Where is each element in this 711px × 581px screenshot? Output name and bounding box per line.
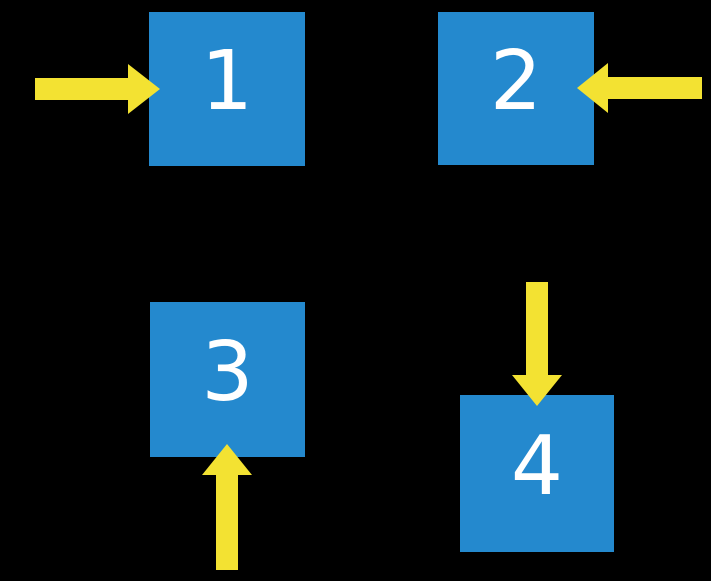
box-2-label: 2 [489, 33, 543, 129]
box-3-label: 3 [201, 324, 254, 420]
box-4-label: 4 [510, 418, 564, 514]
up-arrow-into-box-3-icon [202, 444, 252, 570]
box-1: 1 [149, 12, 305, 166]
right-arrow-into-box-1-icon [35, 64, 160, 114]
box-3: 3 [150, 302, 305, 457]
left-arrow-into-box-2-icon [577, 63, 702, 113]
box-4: 4 [460, 395, 614, 552]
down-arrow-into-box-4-icon [512, 282, 562, 406]
box-2: 2 [438, 12, 594, 165]
box-1-label: 1 [200, 34, 254, 129]
